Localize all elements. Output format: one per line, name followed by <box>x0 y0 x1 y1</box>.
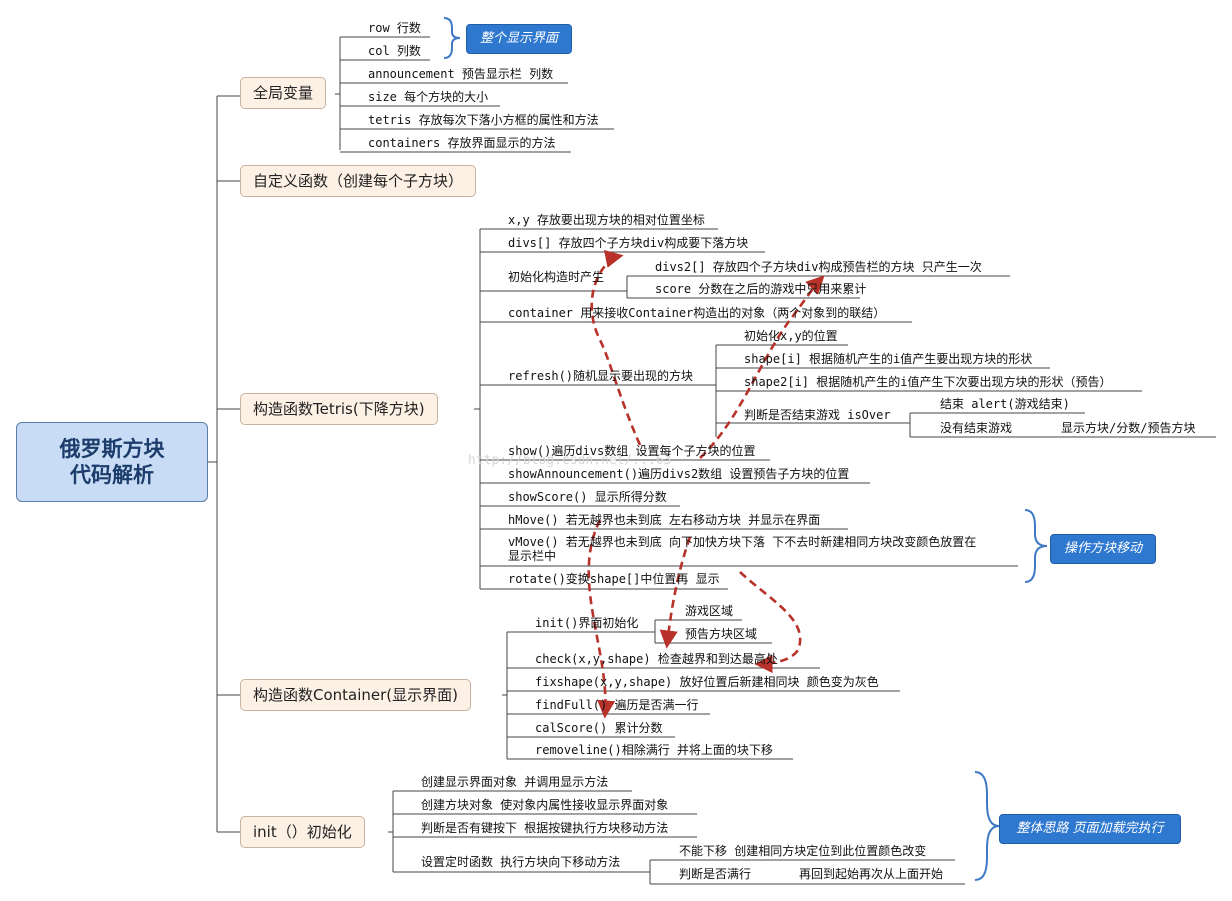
leaf-restart: 再回到起始再次从上面开始 <box>799 867 944 881</box>
leaf-init-construct: 初始化构造时产生 <box>508 270 605 284</box>
leaf-init-preview-area: 预告方块区域 <box>685 627 758 641</box>
leaf-score: score 分数在之后的游戏中只用来累计 <box>655 282 867 296</box>
leaf-show-announcement: showAnnouncement()遍历divs2数组 设置预告子方块的位置 <box>508 467 850 481</box>
leaf-rotate: rotate()变换shape[]中位置再 显示 <box>508 572 720 586</box>
root-title-line2: 代码解析 <box>70 462 154 487</box>
leaf-judge-show: 显示方块/分数/预告方块 <box>1061 421 1196 435</box>
leaf-timer: 设置定时函数 执行方块向下移动方法 <box>421 855 621 869</box>
leaf-row: row 行数 <box>368 21 421 35</box>
note-operate-block: 操作方块移动 <box>1050 534 1156 564</box>
leaf-removeline: removeline()相除满行 并将上面的块下移 <box>535 743 773 757</box>
leaf-findfull: findFull() 遍历是否满一行 <box>535 698 699 712</box>
leaf-col: col 列数 <box>368 44 421 58</box>
leaf-fixshape: fixshape(x,y,shape) 放好位置后新建相同块 颜色变为灰色 <box>535 675 879 689</box>
leaf-judge-not-end: 没有结束游戏 <box>940 421 1013 435</box>
leaf-show-score: showScore() 显示所得分数 <box>508 490 667 504</box>
leaf-xy: x,y 存放要出现方块的相对位置坐标 <box>508 213 705 227</box>
leaf-judge-full: 判断是否满行 <box>679 867 752 881</box>
leaf-calscore: calScore() 累计分数 <box>535 721 663 735</box>
root-title-line1: 俄罗斯方块 <box>59 436 165 461</box>
leaf-refresh-init: 初始化x,y的位置 <box>744 329 838 343</box>
leaf-announcement: announcement 预告显示栏 列数 <box>368 67 554 81</box>
leaf-init-game-area: 游戏区域 <box>685 604 734 618</box>
leaf-refresh-shape: shape[i] 根据随机产生的i值产生要出现方块的形状 <box>744 352 1033 366</box>
leaf-vmove-line1: vMove() 若无越界也未到底 向下加快方块下落 下不去时新建相同方块改变颜色… <box>508 535 977 549</box>
leaf-container-field: container 用来接收Container构造出的对象（两个对象到的联结） <box>508 306 886 320</box>
leaf-container-init: init()界面初始化 <box>535 616 639 630</box>
leaf-size: size 每个方块的大小 <box>368 90 489 104</box>
leaf-tetris: tetris 存放每次下落小方框的属性和方法 <box>368 113 599 127</box>
node-tetris-constructor[interactable]: 构造函数Tetris(下降方块) <box>240 393 438 425</box>
watermark: http://blog.csdn.net/...63 <box>468 453 672 468</box>
leaf-show: show()遍历divs数组 设置每个子方块的位置 <box>508 444 756 458</box>
note-display-interface: 整个显示界面 <box>466 24 572 54</box>
leaf-judge-key: 判断是否有键按下 根据按键执行方块移动方法 <box>421 821 669 835</box>
leaf-refresh-shape2: shape2[i] 根据随机产生的i值产生下次要出现方块的形状（预告） <box>744 375 1112 389</box>
leaf-refresh: refresh()随机显示要出现的方块 <box>508 369 694 383</box>
leaf-divs: divs[] 存放四个子方块div构成要下落方块 <box>508 236 749 250</box>
node-container-constructor[interactable]: 构造函数Container(显示界面) <box>240 679 472 711</box>
node-init[interactable]: init（）初始化 <box>240 816 365 848</box>
leaf-create-display: 创建显示界面对象 并调用显示方法 <box>421 775 609 789</box>
node-custom-function[interactable]: 自定义函数（创建每个子方块） <box>240 165 477 197</box>
leaf-refresh-judge: 判断是否结束游戏 isOver <box>744 408 891 422</box>
leaf-vmove-line2: 显示栏中 <box>508 549 557 563</box>
leaf-cannot-move: 不能下移 创建相同方块定位到此位置颜色改变 <box>679 844 927 858</box>
node-global-vars[interactable]: 全局变量 <box>240 77 327 109</box>
leaf-hmove: hMove() 若无越界也未到底 左右移动方块 并显示在界面 <box>508 513 821 527</box>
leaf-check: check(x,y,shape) 检查越界和到达最高处 <box>535 652 778 666</box>
root-node: 俄罗斯方块 代码解析 <box>16 422 208 502</box>
leaf-judge-end: 结束 alert(游戏结束) <box>940 397 1070 411</box>
leaf-create-block: 创建方块对象 使对象内属性接收显示界面对象 <box>421 798 669 812</box>
leaf-containers: containers 存放界面显示的方法 <box>368 136 556 150</box>
note-overall-approach: 整体思路 页面加载完执行 <box>999 814 1181 844</box>
leaf-divs2: divs2[] 存放四个子方块div构成预告栏的方块 只产生一次 <box>655 260 982 274</box>
